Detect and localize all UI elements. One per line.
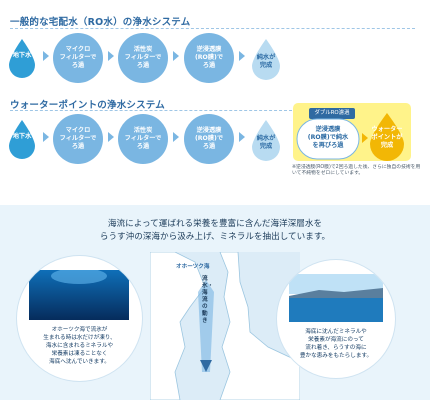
step-ro-filter: 逆浸透膜 (RO膜)で ろ過 <box>194 127 224 150</box>
double-ro-bubble <box>296 118 360 160</box>
step-final: ウォーター ポイントが 完成 <box>371 126 403 149</box>
divider <box>10 28 415 29</box>
water-drop-icon <box>9 39 35 78</box>
double-ro-badge: ダブルRO濾過 <box>309 108 355 119</box>
final-drop-icon <box>370 113 404 161</box>
filtration-note: ※逆浸透膜(RO膜)で2回ろ過した後、さらに独自の技術を用いて不純物をゼロにして… <box>292 165 421 177</box>
section2-title: ウォーターポイントの浄水システム <box>10 100 165 111</box>
arrow-icon <box>173 132 179 142</box>
right-info-circle: 海底に沈んだミネラルや 栄養素が海流にのって 流れ着き、らうすの海に 豊かな恵み… <box>277 260 395 378</box>
step-carbon-filter: 活性炭 フィルターで ろ過 <box>124 127 162 150</box>
step-carbon-filter: 活性炭 フィルターで ろ過 <box>124 46 162 69</box>
arrow-icon <box>43 132 49 142</box>
step-double-ro: 逆浸透膜 (RO膜)で純水 を再びろ過 <box>307 126 349 149</box>
left-caption: オホーツク海で流氷が 生まれる時は水だけが凍り、 海水に含まれるミネラルや 栄養… <box>43 327 116 365</box>
step-groundwater: 地下水 <box>12 133 32 140</box>
water-drop-icon <box>252 39 280 80</box>
arrow-icon <box>43 51 49 61</box>
map-sea-label: オホーツク海 <box>176 264 210 270</box>
filter-circle <box>184 114 234 164</box>
step-groundwater: 地下水 <box>12 52 32 59</box>
left-info-circle: オホーツク海で流氷が 生まれる時は水だけが凍り、 海水に含まれるミネラルや 栄養… <box>17 256 142 381</box>
step-micro-filter: マイクロ フィルターで ろ過 <box>59 46 97 69</box>
filter-circle <box>184 33 234 83</box>
arrow-icon <box>108 51 114 61</box>
step-ro-filter: 逆浸透膜 (RO膜)で ろ過 <box>194 46 224 69</box>
deep-sea-image <box>29 270 129 320</box>
arrow-icon <box>362 133 368 143</box>
section1-title: 一般的な宅配水（RO水）の浄水システム <box>10 17 191 28</box>
arrow-icon <box>173 51 179 61</box>
arrow-icon <box>239 132 245 142</box>
step-pure-water: 純水が 完成 <box>256 54 276 69</box>
map-flow-label: 流氷・海流の動き <box>202 276 214 324</box>
coast-image <box>289 274 383 322</box>
arrow-icon <box>239 51 245 61</box>
water-drop-icon <box>9 120 35 159</box>
filter-circle <box>118 33 168 83</box>
step-micro-filter: マイクロ フィルターで ろ過 <box>59 127 97 150</box>
right-caption: 海底に沈んだミネラルや 栄養素が海流にのって 流れ着き、らうすの海に 豊かな恵み… <box>299 329 373 359</box>
filter-circle <box>53 33 103 83</box>
hokkaido-map <box>150 252 300 400</box>
arrow-icon <box>108 132 114 142</box>
step-pure-water: 純水が 完成 <box>256 135 276 150</box>
filter-circle <box>118 114 168 164</box>
water-drop-icon <box>252 120 280 161</box>
filter-circle <box>53 114 103 164</box>
lead-text: 海流によって運ばれる栄養を豊富に含んだ海洋深層水を らうす沖の深海から汲み上げ、… <box>99 219 331 242</box>
divider <box>10 110 292 111</box>
